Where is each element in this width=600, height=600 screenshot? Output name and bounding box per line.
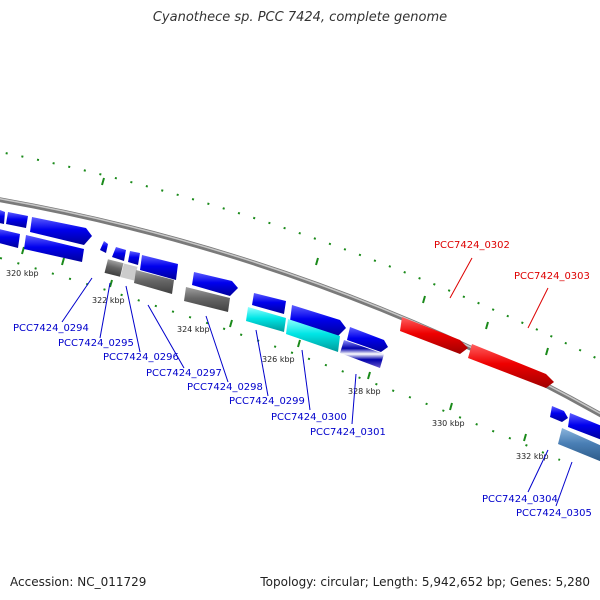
gene-label-0303[interactable]: PCC7424_0303	[514, 271, 590, 282]
gene-arrow-fwd-9[interactable]	[568, 413, 600, 440]
gene-label-0296[interactable]: PCC7424_0296	[103, 352, 179, 363]
gene-arrow-rev-3[interactable]	[100, 241, 108, 253]
tick-332: 332 kbp	[516, 452, 549, 461]
gc-skew-dashes	[21, 177, 549, 442]
gene-label-0302[interactable]: PCC7424_0302	[434, 240, 510, 251]
gene-arrow-rev-1[interactable]	[0, 228, 20, 248]
gene-labels: PCC7424_0294 PCC7424_0295 PCC7424_0296 P…	[13, 240, 592, 519]
gene-label-0304[interactable]: PCC7424_0304	[482, 494, 558, 505]
tick-328: 328 kbp	[348, 387, 381, 396]
tick-324: 324 kbp	[177, 325, 210, 334]
tick-330: 330 kbp	[432, 419, 465, 428]
accession-text: Accession: NC_011729	[10, 575, 147, 589]
tick-326: 326 kbp	[262, 355, 295, 364]
gene-block-lightgray[interactable]	[120, 263, 138, 281]
kbp-ticks: 320 kbp 322 kbp 324 kbp 326 kbp 328 kbp …	[6, 269, 549, 461]
gene-label-0297[interactable]: PCC7424_0297	[146, 368, 222, 379]
forward-strand-genes	[0, 210, 600, 440]
gene-label-0295[interactable]: PCC7424_0295	[58, 338, 134, 349]
gene-arrow-rev-5[interactable]	[128, 251, 140, 265]
gene-label-0294[interactable]: PCC7424_0294	[13, 323, 89, 334]
gene-arrow-rev-2[interactable]	[24, 235, 84, 262]
gene-arrow-fwd-303[interactable]	[468, 344, 554, 388]
gene-arrow-rev-6[interactable]	[140, 255, 178, 280]
gene-label-0299[interactable]: PCC7424_0299	[229, 396, 305, 407]
tick-322: 322 kbp	[92, 296, 125, 305]
gene-block-striped[interactable]	[340, 340, 384, 368]
gene-block-gray-2[interactable]	[134, 270, 174, 294]
gene-block-cyan-1[interactable]	[246, 307, 286, 332]
gene-arrow-fwd-6[interactable]	[290, 305, 346, 336]
gene-arrow-rev-4[interactable]	[112, 247, 126, 261]
gene-label-0300[interactable]: PCC7424_0300	[271, 412, 347, 423]
gene-label-0301[interactable]: PCC7424_0301	[310, 427, 386, 438]
gene-arrow-fwd-8[interactable]	[550, 406, 568, 422]
gene-arrow-fwd-2[interactable]	[6, 212, 28, 228]
tick-320: 320 kbp	[6, 269, 39, 278]
genome-summary-text: Topology: circular; Length: 5,942,652 bp…	[260, 575, 590, 589]
gene-arrow-fwd-302[interactable]	[400, 317, 468, 354]
gene-arrow-fwd-3[interactable]	[30, 217, 92, 245]
gene-label-0305[interactable]: PCC7424_0305	[516, 508, 592, 519]
gene-arrow-fwd-4[interactable]	[192, 272, 238, 296]
lower-row-genes	[0, 228, 600, 462]
gene-block-gray-1[interactable]	[104, 259, 124, 277]
gene-arrow-fwd-1[interactable]	[0, 210, 5, 224]
gene-block-steel[interactable]	[558, 428, 600, 462]
gene-label-0298[interactable]: PCC7424_0298	[187, 382, 263, 393]
gene-block-cyan-2[interactable]	[286, 319, 340, 352]
label-leader-lines	[61, 257, 573, 507]
gene-arrow-fwd-7[interactable]	[347, 327, 388, 352]
gene-block-gray-3[interactable]	[184, 287, 230, 312]
page-title: Cyanothece sp. PCC 7424, complete genome	[152, 10, 448, 25]
gene-arrow-fwd-5[interactable]	[252, 293, 286, 314]
